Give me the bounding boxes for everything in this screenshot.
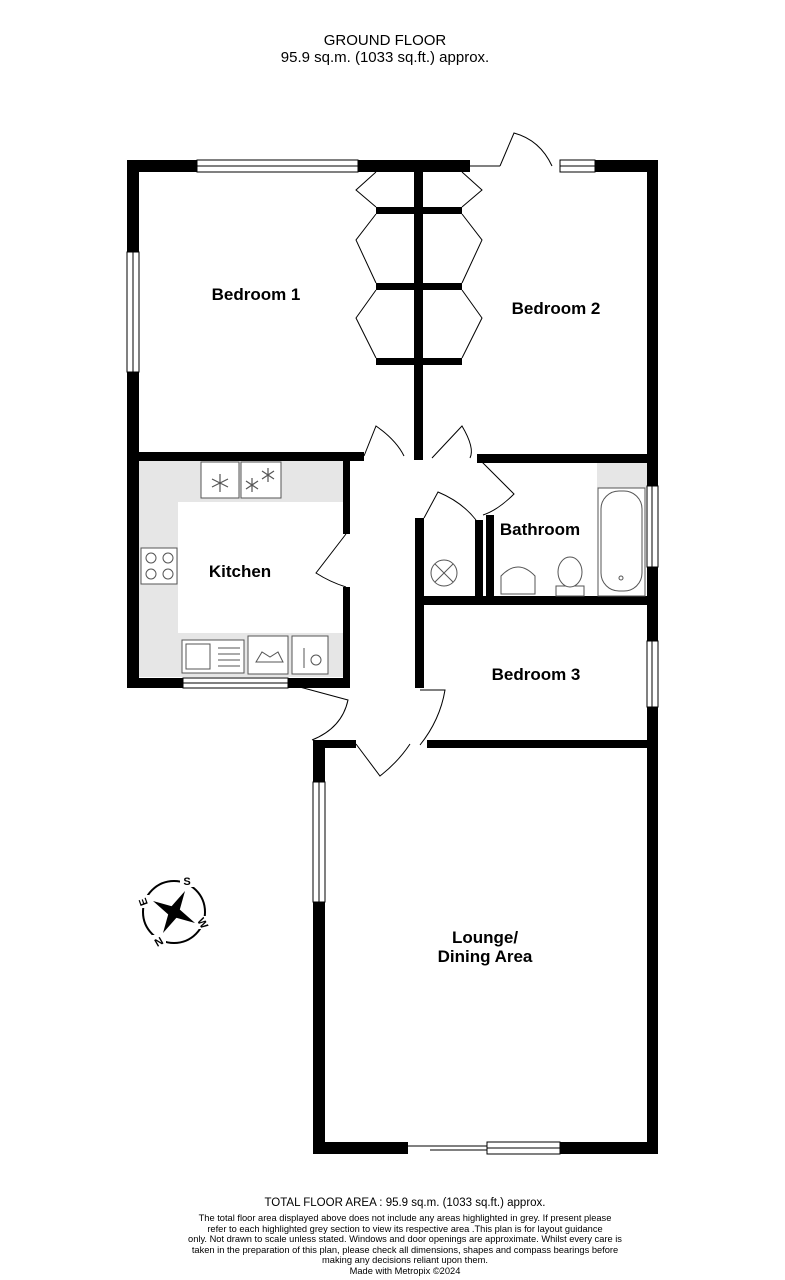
floor-name: GROUND FLOOR	[323, 32, 447, 49]
room-label-bathroom: Bathroom	[500, 520, 580, 539]
room-label-bedroom-1: Bedroom 1	[212, 285, 301, 304]
snowflake-icons	[211, 468, 275, 492]
disclaimer-line: refer to each highlighted grey section t…	[207, 1223, 603, 1234]
disclaimer-line: The total floor area displayed above doe…	[198, 1213, 612, 1223]
compass-e: E	[137, 896, 151, 907]
made-with-credit: Made with Metropix ©2024	[349, 1265, 461, 1276]
footer: TOTAL FLOOR AREA : 95.9 sq.m. (1033 sq.f…	[160, 1196, 650, 1277]
disclaimer-line: only. Not drawn to scale unless stated. …	[188, 1234, 622, 1245]
toilet-icon	[557, 556, 583, 588]
dishwasher-icon	[291, 635, 329, 675]
washing-machine-icon	[247, 635, 289, 675]
floor-area: 95.9 sq.m. (1033 sq.ft.) approx.	[280, 49, 490, 66]
bathroom-fixtures	[430, 487, 646, 597]
freezer-icon	[240, 461, 282, 499]
room-label-kitchen: Kitchen	[209, 562, 271, 581]
room-label-lounge-line1: Lounge/	[452, 928, 518, 947]
room-label-bedroom-3: Bedroom 3	[492, 665, 581, 684]
disclaimer-line: taken in the preparation of this plan, p…	[191, 1244, 619, 1255]
floor-plan: Bedroom 1 Bedroom 2 Kitchen Bathroom Bed…	[126, 132, 659, 1155]
hob-icon	[140, 547, 178, 585]
walls	[127, 160, 658, 1154]
wardrobe-doors	[355, 171, 483, 359]
doors	[295, 132, 553, 1151]
kitchen-fixtures	[140, 461, 329, 675]
room-label-lounge-line2: Dining Area	[438, 947, 533, 966]
compass-icon: S W N E	[136, 874, 210, 948]
bath-alcove	[597, 462, 647, 488]
compass-s: S	[183, 876, 190, 888]
basin-icon	[500, 566, 536, 595]
disclaimer-line: making any decisions reliant upon them.	[322, 1255, 488, 1266]
windows	[126, 159, 659, 1155]
room-label-bedroom-2: Bedroom 2	[512, 299, 601, 318]
total-floor-area: TOTAL FLOOR AREA : 95.9 sq.m. (1033 sq.f…	[264, 1197, 546, 1209]
